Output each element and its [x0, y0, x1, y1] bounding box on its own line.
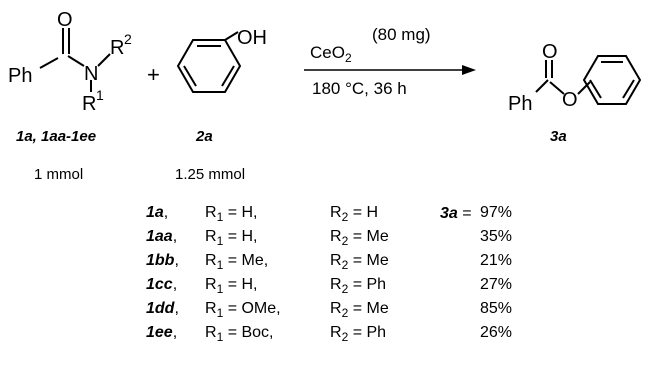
product-double-bond-3: [589, 79, 602, 99]
reactant-1-label: 1a, 1aa-1ee: [16, 128, 96, 145]
reactant-1-r1: R: [82, 93, 96, 115]
bond-c-n: [67, 55, 85, 67]
table-yield-value: 26%: [480, 324, 512, 341]
reactant-1-r1-subscript: 1: [96, 87, 104, 103]
table-yield-value: 85%: [480, 300, 512, 317]
substituent-table: 1a, R1 = H, R2 = H 97% 1aa, R1 = H, R2 = Me 35%…: [146, 204, 512, 344]
table-r1-value: R1 = H,: [205, 204, 257, 224]
table-entry-label: 1a,: [146, 204, 168, 221]
reactant-1-r2: R: [110, 37, 124, 59]
table-entry-label: 1cc,: [146, 276, 177, 293]
table-r1-value: R1 = H,: [205, 276, 257, 296]
bond-ph-c: [39, 57, 59, 69]
reactant-2-amount: 1.25 mmol: [175, 166, 245, 183]
product-label: 3a: [550, 128, 567, 145]
table-r2-value: R2 = Me: [330, 228, 389, 248]
bond-ph-c-product: [535, 79, 549, 93]
table-r2-value: R2 = H: [330, 204, 378, 224]
table-r1-value: R1 = Me,: [205, 252, 268, 272]
product-ester-oxygen: O: [562, 89, 578, 111]
product-double-bond-2: [622, 79, 635, 99]
reactant-1-r2-subscript: 2: [124, 31, 132, 47]
reactant-2-hydroxyl: OH: [237, 27, 267, 49]
table-entry-label: 1bb,: [146, 252, 179, 269]
table-entry-label: 1aa,: [146, 228, 177, 245]
reactant-2-label: 2a: [195, 128, 213, 145]
phenol-double-bond-3: [183, 65, 197, 87]
table-r1-value: R1 = H,: [205, 228, 257, 248]
reactant-2-structure: [176, 31, 242, 93]
reactant-1-oxygen: O: [57, 9, 73, 31]
catalyst-amount: (80 mg): [372, 25, 431, 44]
product-carbonyl-oxygen: O: [542, 41, 558, 63]
reactant-1-amount: 1 mmol: [34, 166, 83, 183]
yield-product-label: 3a =: [440, 205, 472, 222]
bond-oester-ring: [577, 81, 591, 95]
phenol-ring: [176, 39, 242, 93]
table-r2-value: R2 = Me: [330, 252, 389, 272]
product-structure: [535, 55, 642, 105]
bond-n-r2: [97, 53, 111, 67]
table-r1-value: R1 = OMe,: [205, 300, 281, 320]
plus-sign: +: [147, 62, 160, 87]
phenol-double-bond-2: [221, 65, 235, 87]
table-entry-label: 1ee,: [146, 324, 177, 341]
reaction-arrow-head: [462, 65, 476, 75]
temperature-time: 180 °C, 36 h: [312, 79, 407, 98]
table-yield-value: 21%: [480, 252, 512, 269]
table-yield-value: 35%: [480, 228, 512, 245]
table-yield-value: 27%: [480, 276, 512, 293]
reactant-1-nitrogen: N: [84, 63, 98, 85]
product-phenyl: Ph: [508, 93, 532, 115]
product-ring: [582, 55, 642, 105]
table-r1-value: R1 = Boc,: [205, 324, 274, 344]
reactant-1-phenyl: Ph: [8, 65, 32, 87]
table-r2-value: R2 = Ph: [330, 324, 386, 344]
catalyst: CeO2: [310, 43, 352, 65]
table-yield-value: 97%: [480, 204, 512, 221]
reactant-1-structure: [39, 28, 111, 92]
table-r2-value: R2 = Me: [330, 300, 389, 320]
table-entry-label: 1dd,: [146, 300, 179, 317]
table-r2-value: R2 = Ph: [330, 276, 386, 296]
bond-c-oester: [549, 81, 565, 95]
bond-ring-oh: [224, 31, 239, 41]
